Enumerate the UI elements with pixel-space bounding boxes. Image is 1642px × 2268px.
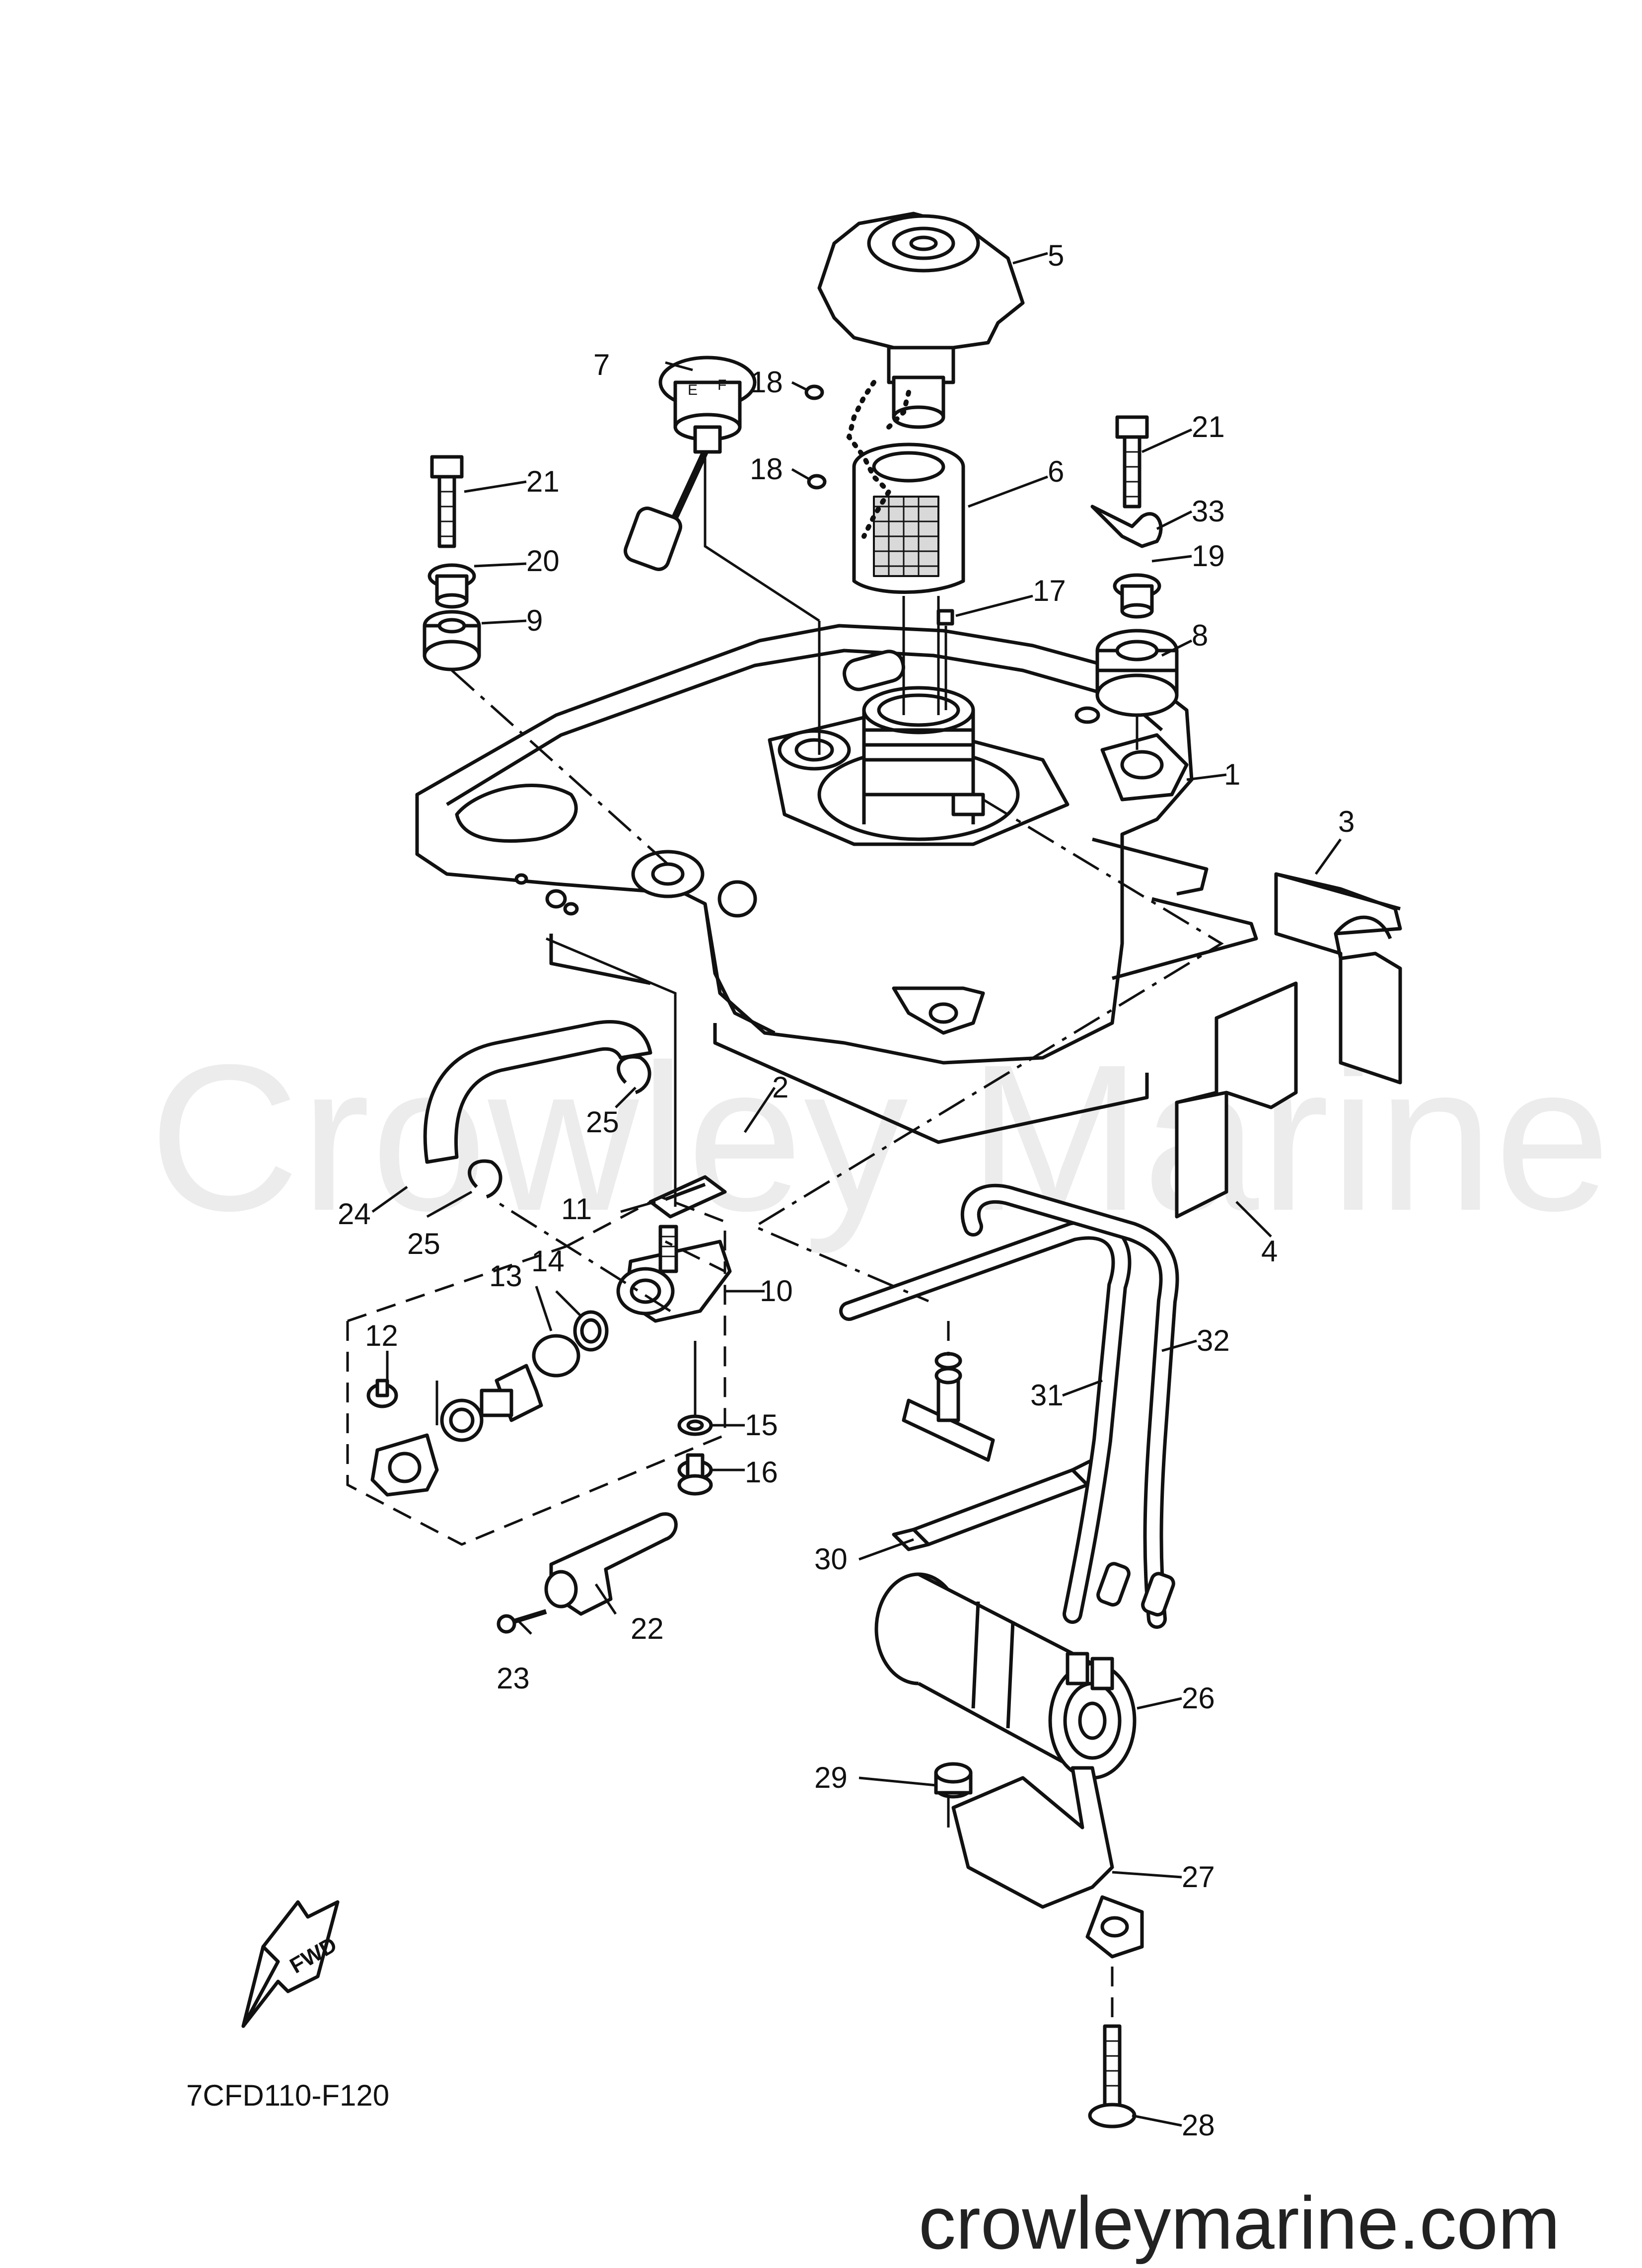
callout-24: 24 bbox=[338, 1197, 371, 1231]
gauge-mark-full: F bbox=[717, 377, 726, 393]
collar-19 bbox=[1113, 573, 1161, 619]
callout-11: 11 bbox=[561, 1192, 592, 1226]
callout-14: 14 bbox=[531, 1244, 565, 1278]
callout-23: 23 bbox=[497, 1662, 530, 1695]
callout-labels: 1 2 3 4 5 6 7 8 9 10 11 12 13 14 15 16 1… bbox=[338, 239, 1355, 2142]
callout-18-upper: 18 bbox=[750, 366, 783, 399]
fuel-gauge bbox=[624, 356, 757, 571]
guide-outlet bbox=[752, 798, 1224, 1303]
hose-clip-25-lower bbox=[468, 1159, 502, 1199]
fuel-hose-31 bbox=[839, 1220, 1132, 1624]
callout-27: 27 bbox=[1182, 1860, 1215, 1894]
callout-29: 29 bbox=[814, 1761, 848, 1794]
hose-end-31 bbox=[1096, 1562, 1131, 1607]
gasket-17 bbox=[936, 609, 954, 626]
fwd-arrow bbox=[241, 1900, 340, 2028]
callout-1: 1 bbox=[1224, 758, 1240, 791]
callout-9: 9 bbox=[526, 604, 543, 637]
filter-strap-30 bbox=[892, 1458, 1099, 1551]
side-pad-3 bbox=[1274, 872, 1402, 1085]
callout-7: 7 bbox=[593, 348, 610, 381]
screw-12 bbox=[366, 1379, 398, 1408]
cock-knob-22 bbox=[544, 1512, 678, 1616]
guide-grommet-9 bbox=[451, 669, 669, 865]
callout-17: 17 bbox=[1033, 574, 1066, 607]
bolt-21-left bbox=[430, 455, 464, 548]
nut-29 bbox=[934, 1762, 973, 1799]
leader-lines bbox=[371, 252, 1342, 2127]
callout-16: 16 bbox=[745, 1456, 778, 1489]
chain-clip-upper bbox=[804, 384, 824, 400]
callout-26: 26 bbox=[1182, 1682, 1215, 1715]
hose-end-32 bbox=[1141, 1572, 1175, 1617]
fuel-strainer bbox=[852, 442, 965, 594]
guide-tank-to-cock bbox=[546, 937, 677, 1207]
hose-clip-25-upper bbox=[617, 1055, 651, 1095]
guide-gauge bbox=[704, 452, 820, 622]
callout-6: 6 bbox=[1048, 455, 1064, 488]
callout-3: 3 bbox=[1338, 805, 1355, 838]
callout-8: 8 bbox=[1192, 619, 1208, 652]
callout-25-upper: 25 bbox=[586, 1105, 619, 1139]
bolt-28 bbox=[1088, 2024, 1137, 2128]
fuel-tank bbox=[415, 624, 1194, 1065]
cock-cover-plate bbox=[370, 1433, 439, 1497]
callout-33: 33 bbox=[1192, 495, 1225, 528]
callout-21-left: 21 bbox=[526, 465, 560, 498]
cock-assembly-outline-top bbox=[347, 1245, 567, 1322]
chain-clip-lower bbox=[807, 474, 827, 490]
callout-30: 30 bbox=[814, 1542, 848, 1576]
callout-18-lower: 18 bbox=[750, 452, 783, 486]
gasket-11 bbox=[648, 1175, 727, 1219]
callout-15: 15 bbox=[745, 1408, 778, 1442]
washer-15 bbox=[677, 1414, 713, 1436]
callout-20: 20 bbox=[526, 544, 560, 578]
diagram-code: 7CFD110-F120 bbox=[186, 2079, 390, 2112]
side-pad-4 bbox=[1175, 981, 1298, 1219]
screw-23 bbox=[497, 1609, 547, 1634]
callout-13: 13 bbox=[489, 1259, 522, 1293]
screw-16 bbox=[677, 1453, 713, 1496]
callout-19: 19 bbox=[1192, 539, 1225, 573]
clip-33 bbox=[1090, 505, 1163, 548]
site-url-link[interactable]: crowleymarine.com bbox=[919, 2181, 1560, 2265]
cock-lever-shaft bbox=[440, 1364, 543, 1442]
callout-25-lower: 25 bbox=[407, 1227, 440, 1260]
callout-31: 31 bbox=[1030, 1379, 1064, 1412]
callout-4: 4 bbox=[1261, 1235, 1278, 1268]
guide-hose-clip bbox=[496, 1200, 671, 1313]
grommet-9 bbox=[423, 610, 481, 671]
hose-tee-joint bbox=[902, 1352, 995, 1462]
collar-20 bbox=[428, 563, 476, 609]
filter-bracket-27 bbox=[951, 1766, 1144, 1959]
fuel-cap bbox=[817, 212, 1025, 429]
callout-2: 2 bbox=[772, 1071, 788, 1104]
gauge-mark-empty: E bbox=[688, 382, 698, 398]
callout-10: 10 bbox=[760, 1274, 793, 1308]
cap-chain bbox=[846, 380, 911, 539]
callout-28: 28 bbox=[1182, 2109, 1215, 2142]
fuel-cock-10 bbox=[616, 1225, 732, 1323]
callout-21-right: 21 bbox=[1192, 410, 1225, 443]
callout-12: 12 bbox=[365, 1319, 398, 1352]
tank-bottom-plate bbox=[549, 837, 1258, 1144]
callout-5: 5 bbox=[1048, 239, 1064, 272]
bolt-21-right bbox=[1115, 415, 1149, 509]
fuel-hose-24 bbox=[423, 1020, 652, 1164]
guide-strainer bbox=[902, 596, 940, 715]
cock-assembly-outline-upper bbox=[565, 1195, 726, 1271]
callout-22: 22 bbox=[631, 1612, 664, 1645]
grommet-8 bbox=[1095, 629, 1179, 717]
filter-disc-13 bbox=[532, 1334, 580, 1378]
o-ring-14 bbox=[573, 1310, 609, 1352]
fuel-filter-26 bbox=[874, 1572, 1137, 1780]
cock-assembly-outline bbox=[346, 1240, 726, 1546]
callout-32: 32 bbox=[1197, 1324, 1230, 1357]
fuel-hose-32 bbox=[960, 1183, 1179, 1629]
